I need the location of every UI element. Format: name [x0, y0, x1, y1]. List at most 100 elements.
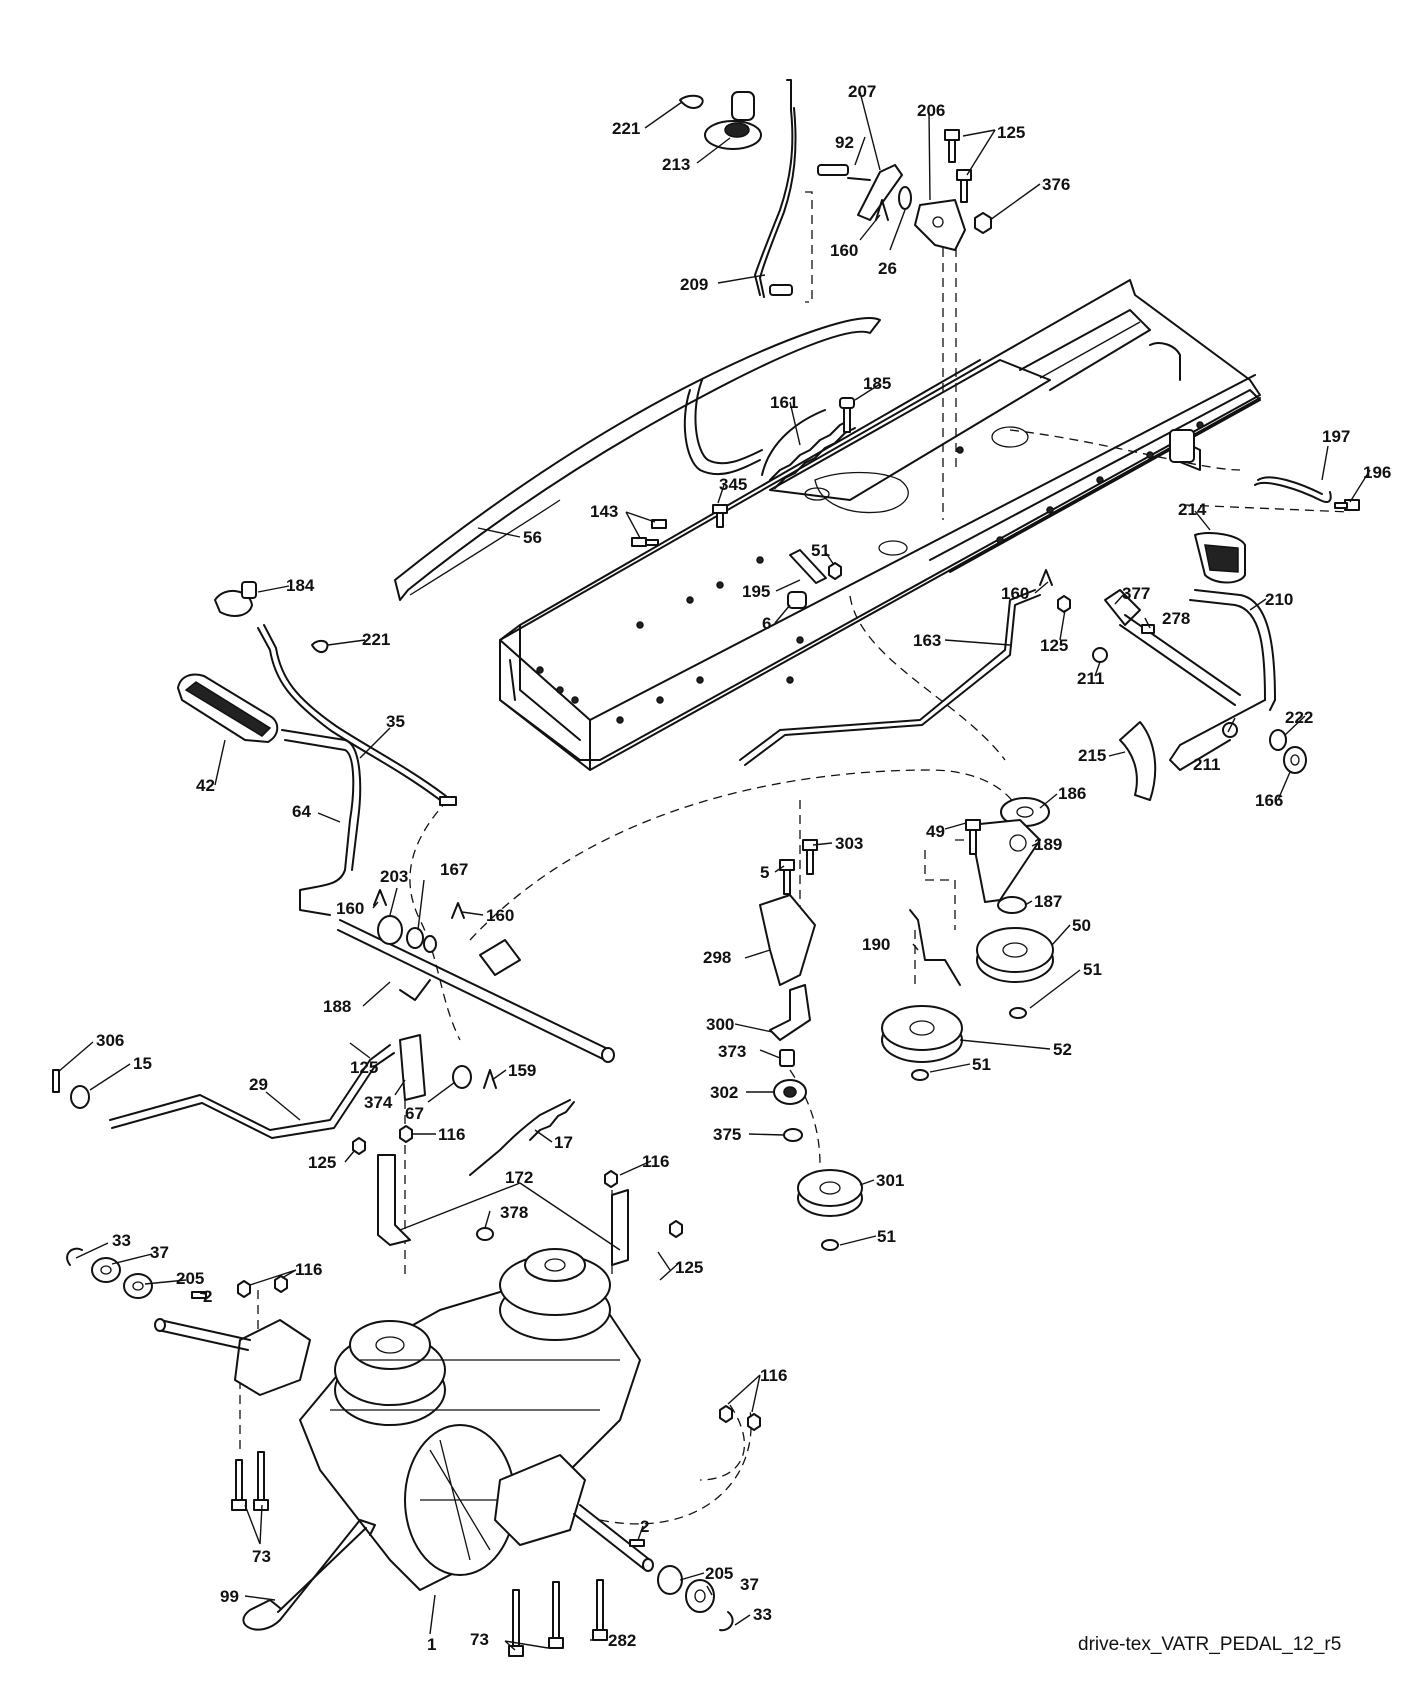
- callout-1: 1: [427, 1635, 436, 1654]
- callout-51: 51: [1083, 960, 1102, 979]
- callout-labels: 221 213 207 206 125 92 376 160 26 209 18…: [96, 82, 1391, 1654]
- axle-parts-right: [629, 1539, 734, 1632]
- callout-213: 213: [662, 155, 690, 174]
- bolt-345: [712, 504, 728, 528]
- callout-73: 73: [252, 1547, 271, 1566]
- bracket-172-left: [377, 1154, 411, 1246]
- pedal-arm-210: [1169, 589, 1276, 771]
- bracket-207: [817, 164, 903, 221]
- cable-35: [257, 624, 457, 806]
- axle-parts-left: [66, 1247, 207, 1299]
- callout-172: 172: [505, 1168, 533, 1187]
- callout-282: 282: [608, 1631, 636, 1650]
- pulley-50: [976, 927, 1054, 983]
- callout-33: 33: [112, 1231, 131, 1250]
- callout-188: 188: [323, 997, 351, 1016]
- callout-207: 207: [848, 82, 876, 101]
- bracket-172-right: [611, 1189, 629, 1266]
- callout-99: 99: [220, 1587, 239, 1606]
- plate-206: [914, 199, 966, 251]
- callout-303: 303: [835, 834, 863, 853]
- pin-306-washer-15: [52, 1069, 90, 1109]
- callout-189: 189: [1034, 835, 1062, 854]
- rod-99: [242, 1519, 376, 1631]
- callout-160: 160: [486, 906, 514, 925]
- small-nuts: [237, 1125, 761, 1431]
- callout-205: 205: [176, 1269, 204, 1288]
- callout-51: 51: [811, 541, 830, 560]
- callout-186: 186: [1058, 784, 1086, 803]
- leader-lines: [57, 91, 1371, 1651]
- callout-210: 210: [1265, 590, 1293, 609]
- callout-125: 125: [308, 1153, 336, 1172]
- transaxle-1: [154, 1248, 654, 1591]
- knob-184: [214, 581, 257, 617]
- knob-213: [704, 91, 762, 150]
- clips-160-left: [373, 889, 465, 919]
- bracket-195: [789, 549, 827, 584]
- callout-374: 374: [364, 1093, 393, 1112]
- callout-15: 15: [133, 1054, 152, 1073]
- clip-221-top: [679, 94, 704, 109]
- callout-50: 50: [1072, 916, 1091, 935]
- nut-51-pulley-52: [911, 1069, 929, 1081]
- rod-29: [109, 1044, 395, 1139]
- bolts-5-303: [779, 839, 818, 895]
- callout-49: 49: [926, 822, 945, 841]
- callout-116: 116: [438, 1125, 465, 1144]
- washer-187: [997, 896, 1027, 914]
- callout-187: 187: [1034, 892, 1062, 911]
- callout-5: 5: [760, 863, 769, 882]
- callout-166: 166: [1255, 791, 1283, 810]
- callout-300: 300: [706, 1015, 734, 1034]
- pedal-pad-214: [1194, 532, 1246, 584]
- callout-29: 29: [249, 1075, 268, 1094]
- bolt-196: [1334, 499, 1360, 511]
- nut-51-pulley-50: [1009, 1007, 1027, 1019]
- rod-197: [1254, 476, 1332, 503]
- callout-196: 196: [1363, 463, 1391, 482]
- arm-189: [969, 819, 1041, 903]
- washer-67-clip-159: [452, 1065, 497, 1089]
- callout-17: 17: [554, 1133, 573, 1152]
- callout-51: 51: [877, 1227, 896, 1246]
- callout-2: 2: [203, 1287, 212, 1306]
- washer-222: [1269, 729, 1287, 751]
- callout-37: 37: [150, 1243, 169, 1262]
- callout-2: 2: [640, 1517, 649, 1536]
- callout-375: 375: [713, 1125, 741, 1144]
- callout-160: 160: [830, 241, 858, 260]
- callout-197: 197: [1322, 427, 1350, 446]
- callout-195: 195: [742, 582, 770, 601]
- bolt-278: [1141, 624, 1155, 634]
- callout-221: 221: [362, 630, 390, 649]
- drive-belt: [394, 317, 881, 601]
- callout-160: 160: [336, 899, 364, 918]
- callout-73: 73: [470, 1630, 489, 1649]
- clip-160-right: [1039, 569, 1053, 586]
- callout-211: 211: [1193, 755, 1220, 774]
- spacer-6: [787, 591, 807, 609]
- clip-160-top: [875, 199, 889, 221]
- drawing-caption: drive-tex_VATR_PEDAL_12_r5: [1078, 1634, 1342, 1655]
- callout-163: 163: [913, 631, 941, 650]
- callout-116: 116: [760, 1366, 787, 1385]
- callout-209: 209: [680, 275, 708, 294]
- bracket-190: [909, 909, 961, 986]
- nut-51-frame: [828, 562, 842, 580]
- callout-206: 206: [917, 101, 945, 120]
- callout-64: 64: [292, 802, 311, 821]
- spring-161: [761, 409, 856, 489]
- callout-377: 377: [1122, 584, 1150, 603]
- callout-167: 167: [440, 860, 468, 879]
- nut-376: [974, 212, 992, 234]
- spacer-373: [779, 1049, 795, 1067]
- pedal-pad-42: [177, 673, 279, 743]
- callout-185: 185: [863, 374, 891, 393]
- clip-221-left: [311, 639, 329, 654]
- pulley-301: [797, 1169, 863, 1217]
- lever-209: [754, 79, 797, 298]
- callout-125: 125: [350, 1058, 378, 1077]
- callout-92: 92: [835, 133, 854, 152]
